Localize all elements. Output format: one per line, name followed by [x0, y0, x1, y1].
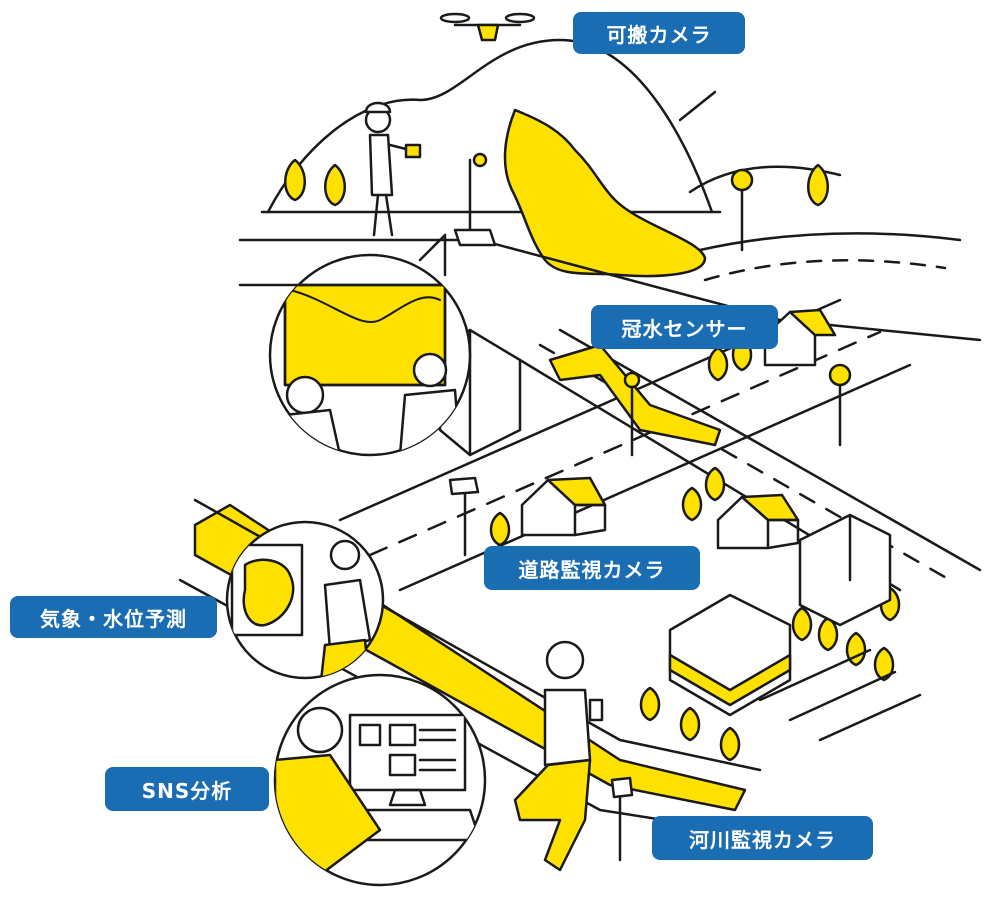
side-road-1: [558, 328, 982, 572]
worker-figure: [364, 101, 422, 237]
landslide: [503, 108, 707, 278]
river-camera-label: 河川監視カメラ: [652, 816, 873, 860]
walking-woman: [513, 640, 604, 872]
house-1: [520, 476, 607, 537]
drone-icon: [439, 12, 536, 42]
weather-forecast-label: 気象・水位予測: [10, 596, 217, 638]
house-2: [716, 493, 800, 550]
mast-1: [730, 168, 754, 252]
sns-analysis-label: SNS分析: [105, 767, 269, 811]
building-right: [798, 513, 892, 627]
road-camera-label: 道路監視カメラ: [484, 546, 700, 590]
river-camera-pole: [610, 776, 634, 862]
portable-camera-pole: [453, 152, 497, 247]
mast-2: [828, 363, 852, 447]
portable-camera-label: 可搬カメラ: [573, 12, 745, 54]
road-camera-pole: [448, 476, 480, 557]
trees-mountain: [284, 158, 829, 207]
flood-sensor-pole: [623, 371, 641, 457]
creek: [548, 343, 722, 447]
flood-sensor-label: 冠水センサー: [591, 305, 778, 349]
top-road: [238, 238, 982, 342]
shop: [668, 593, 792, 717]
